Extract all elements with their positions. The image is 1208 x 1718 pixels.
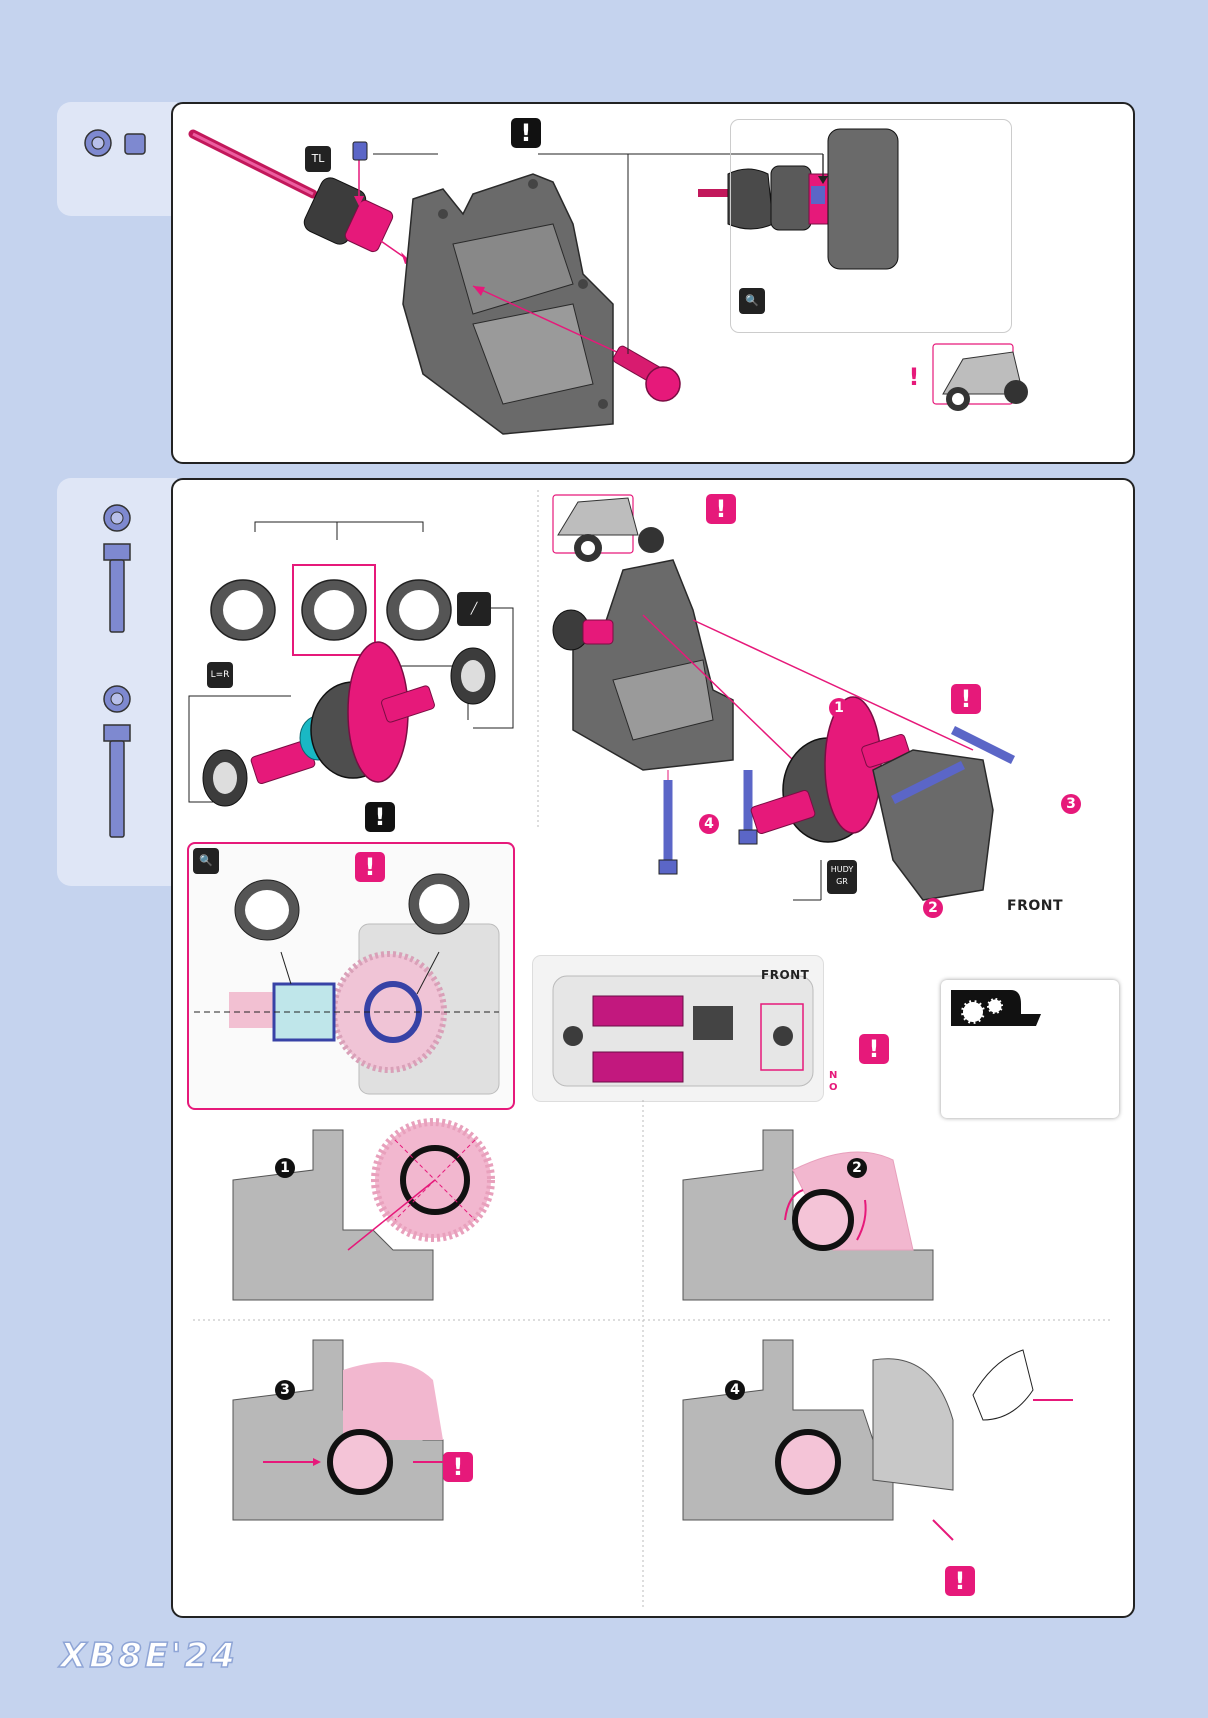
step-tab-1	[57, 102, 177, 216]
callout-number-4: 4	[699, 814, 719, 834]
magnify-icon: 🔍	[739, 288, 765, 314]
knife-tool-icon: ╱	[457, 592, 491, 626]
magnify-icon: 🔍	[193, 848, 219, 874]
warning-icon: !	[859, 1034, 889, 1064]
warning-icon: !	[355, 852, 385, 882]
front-label: FRONT	[1007, 898, 1063, 914]
hudy-grease-text: GR	[836, 877, 848, 886]
screw-long-icon	[97, 683, 137, 843]
callout-number-3: 3	[275, 1380, 295, 1400]
warning-icon: !	[706, 494, 736, 524]
callout-number-2: 2	[847, 1158, 867, 1178]
warning-icon: !	[511, 118, 541, 148]
assembly-panel-2: L=R ╱ ! ! ! 1 3 4 2 FRONT HUDY GR 🔍 !	[171, 478, 1135, 1618]
brand-logo-text: XB8E'24	[60, 1636, 238, 1676]
zoom-detail-box: 🔍 !	[187, 842, 515, 1110]
threadlock-tool-icon: TL	[305, 146, 331, 172]
seal-orientation-illustration	[189, 844, 513, 1108]
hudy-grease-icon: HUDY GR	[827, 860, 857, 894]
gear-tool-icon	[951, 990, 1041, 1040]
callout-number-1: 1	[829, 698, 849, 718]
warning-icon: !	[945, 1566, 975, 1596]
assembly-panel-1: TL ! 🔍 !	[171, 102, 1135, 464]
tool-info-box	[941, 980, 1119, 1118]
front-label: FRONT	[761, 968, 809, 982]
callout-number-3: 3	[1061, 794, 1081, 814]
washer-icon	[83, 128, 113, 158]
hudy-brand-text: HUDY	[831, 865, 853, 874]
callout-number-1: 1	[275, 1158, 295, 1178]
callout-number-4: 4	[725, 1380, 745, 1400]
step-tab-2	[57, 478, 177, 886]
warning-icon: !	[905, 362, 923, 392]
gear-mesh-steps-illustration	[173, 1100, 1133, 1616]
callout-number-2: 2	[923, 898, 943, 918]
detail-inset	[731, 120, 1011, 332]
no-label: NO	[829, 1070, 839, 1094]
chassis-top-view: FRONT	[533, 956, 823, 1101]
warning-icon: !	[951, 684, 981, 714]
left-equals-right-icon: L=R	[207, 662, 233, 688]
spacer-icon	[123, 132, 147, 156]
warning-icon: !	[365, 802, 395, 832]
warning-icon: !	[443, 1452, 473, 1482]
screw-short-icon	[97, 502, 137, 637]
